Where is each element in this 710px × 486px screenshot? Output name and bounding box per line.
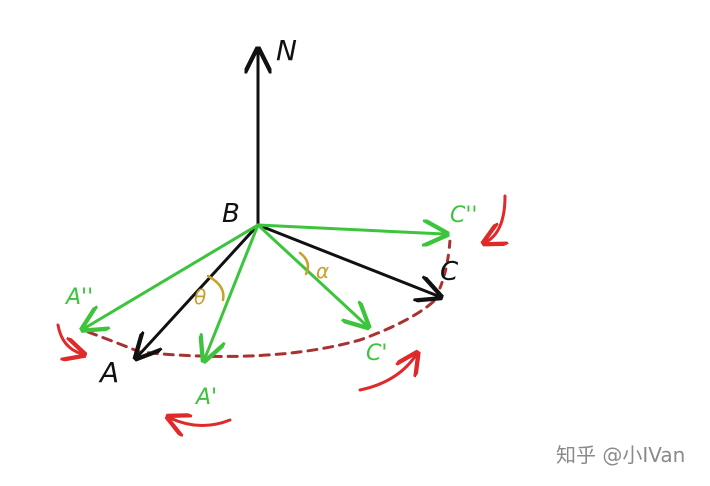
vector-BC <box>256 223 438 296</box>
rotation-arc-dashed <box>86 293 442 358</box>
vector-BC-prime <box>256 223 366 325</box>
rotation-arrow-top-right <box>486 194 505 242</box>
vector-BC-double-prime <box>256 225 444 234</box>
label-alpha: α <box>316 259 329 283</box>
label-C-double-prime: C'' <box>450 203 477 228</box>
rotation-arrow-left <box>56 323 82 354</box>
label-C-prime: C' <box>366 341 387 366</box>
vector-BA-double-prime <box>85 223 260 328</box>
label-A: A <box>98 356 119 389</box>
watermark-text: 知乎 @小IVan <box>556 443 685 467</box>
vector-BA-prime <box>205 223 260 358</box>
rotation-arrow-bottom-left <box>170 418 232 426</box>
label-C: C <box>440 257 459 287</box>
label-A-prime: A' <box>194 385 217 410</box>
angle-alpha-arc <box>298 251 310 276</box>
label-theta: θ <box>194 285 206 309</box>
label-A-double-prime: A'' <box>64 285 93 310</box>
angle-theta-arc <box>206 274 225 302</box>
label-B: B <box>222 199 240 229</box>
vector-BA <box>138 223 260 356</box>
rotation-arrow-bottom-right <box>358 355 416 392</box>
label-N: N <box>276 34 297 67</box>
